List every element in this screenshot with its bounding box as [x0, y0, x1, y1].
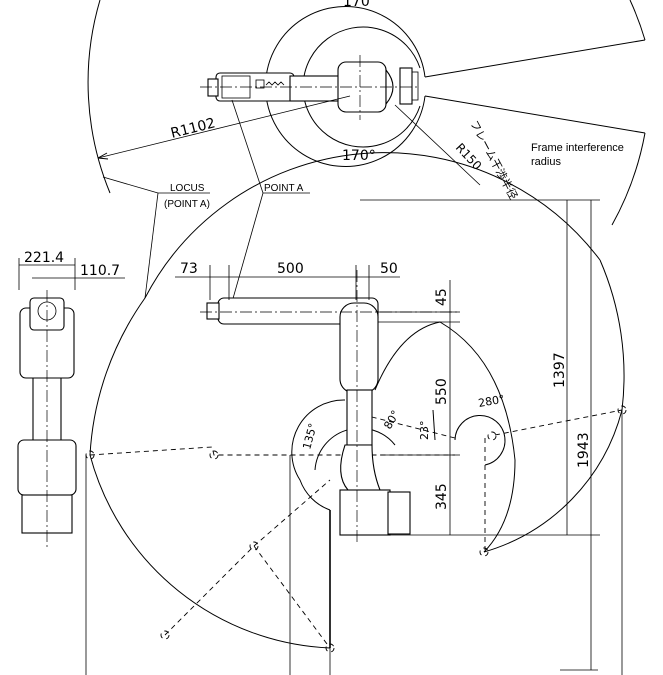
locus-sub-label: (POINT A) — [164, 199, 210, 210]
front-width-label: 221.4 — [24, 250, 64, 266]
dim-45: 45 — [434, 288, 450, 306]
wedge-line-upper — [424, 39, 646, 78]
dimensions: 73 500 50 45 550 345 1397 1943 135° 80° … — [85, 199, 623, 675]
front-half-width-label: 110.7 — [80, 263, 120, 279]
dim-1943: 1943 — [576, 432, 592, 468]
side-view-robot — [200, 270, 460, 545]
top-reach-arc-lower-right — [611, 132, 646, 226]
dim-500: 500 — [277, 261, 304, 277]
rotation-label-bottom: 170° — [342, 148, 376, 164]
point-a-callout: POINT A — [231, 99, 310, 303]
r1102-label: R1102 — [169, 115, 217, 141]
frame-note-line2: radius — [531, 156, 561, 168]
dim-50: 50 — [380, 261, 398, 277]
r150-leader — [394, 104, 481, 186]
angle-80: 80° — [381, 408, 402, 431]
top-view-robot — [200, 55, 420, 120]
r1102-leader — [97, 95, 351, 159]
wedge-line-lower — [424, 95, 646, 134]
dim-345: 345 — [434, 483, 450, 510]
dim-1397: 1397 — [552, 352, 568, 388]
frame-note-line1: Frame interference — [531, 142, 624, 154]
top-reach-arc — [87, 0, 111, 194]
angle-135: 135° — [300, 422, 319, 451]
dim-73: 73 — [180, 261, 198, 277]
outer-locus-arc — [89, 152, 601, 649]
side-envelope — [85, 152, 627, 653]
inner-locus — [374, 321, 516, 553]
locus-callout: LOCUS (POINT A) — [102, 176, 210, 299]
dim-550: 550 — [434, 378, 450, 405]
locus-label: LOCUS — [170, 183, 205, 194]
front-view: 221.4 110.7 — [17, 250, 125, 548]
angle-280: 280° — [477, 393, 505, 410]
angle-23: 23° — [418, 421, 431, 441]
rotation-label-top: 170 — [343, 0, 370, 10]
point-a-label: POINT A — [264, 183, 304, 194]
top-reach-arc-right — [629, 0, 646, 41]
